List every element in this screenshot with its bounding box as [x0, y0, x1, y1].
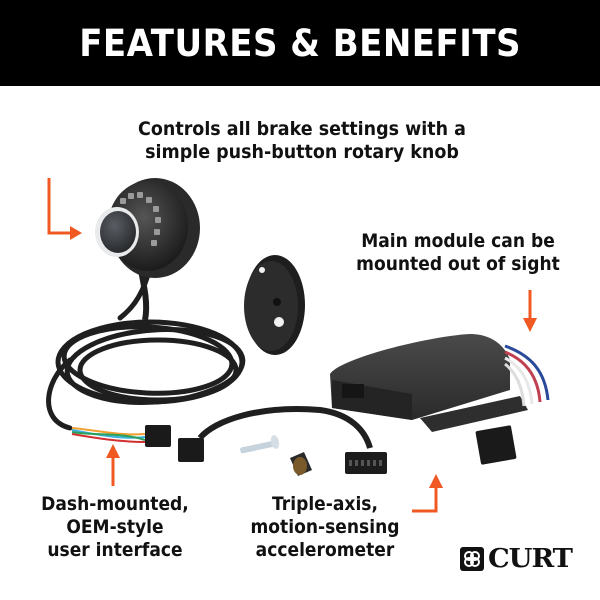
rotary-knob-controller	[95, 178, 200, 321]
caption-line: Main module can be	[361, 230, 555, 252]
arrow-dash-head	[106, 444, 120, 458]
curt-logo-icon	[460, 547, 484, 571]
arrow-accelerometer-head	[429, 474, 443, 488]
caption-line: Triple-axis,	[271, 493, 378, 515]
brand-logo: CURT	[460, 544, 573, 574]
arrow-module-head	[523, 318, 537, 332]
adapter-harness	[178, 406, 387, 474]
caption-main-module: Main module can be mounted out of sight	[332, 230, 584, 276]
mounting-screw	[240, 435, 280, 454]
caption-rotary-knob: Controls all brake settings with a simpl…	[44, 118, 559, 164]
mounting-bracket	[244, 255, 305, 355]
arrow-knob-head	[70, 226, 82, 240]
caption-dash-mounted: Dash-mounted, OEM-style user interface	[21, 493, 210, 563]
page-title: FEATURES & BENEFITS	[79, 21, 521, 65]
caption-line: simple push-button rotary knob	[145, 141, 459, 164]
caption-line: motion-sensing	[250, 516, 400, 539]
main-module	[330, 334, 550, 465]
rivet-nut	[290, 452, 312, 476]
caption-line: Dash-mounted,	[41, 493, 189, 515]
caption-line: accelerometer	[255, 539, 395, 562]
coiled-cable	[46, 272, 246, 431]
arrow-knob	[47, 178, 72, 235]
arrow-accelerometer	[412, 486, 438, 513]
caption-line: OEM-style	[66, 516, 164, 539]
dash-connector	[71, 425, 171, 447]
caption-line: Controls all brake settings with a	[138, 118, 466, 140]
caption-accelerometer: Triple-axis, motion-sensing acceleromete…	[231, 493, 420, 563]
caption-line: user interface	[47, 539, 183, 562]
brand-name: CURT	[488, 544, 573, 574]
caption-line: mounted out of sight	[356, 253, 560, 276]
header-banner: FEATURES & BENEFITS	[0, 0, 600, 86]
